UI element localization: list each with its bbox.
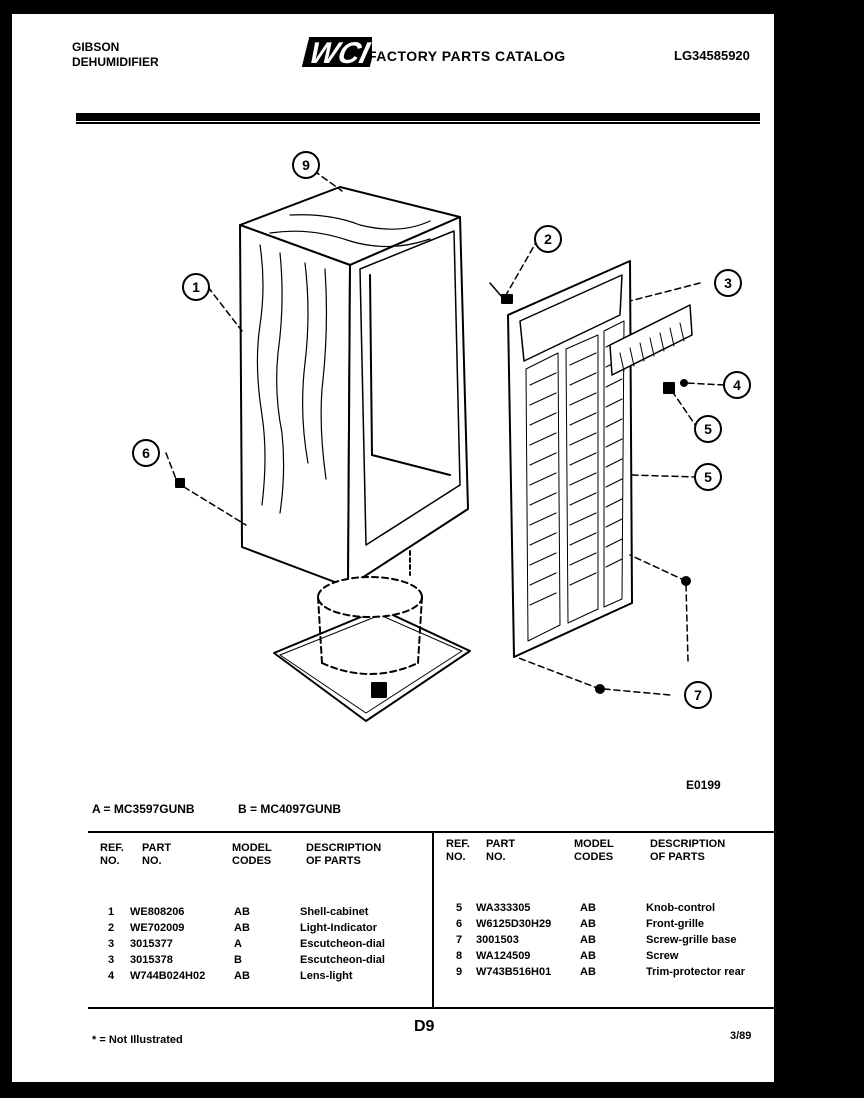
catalog-title: FACTORY PARTS CATALOG bbox=[368, 48, 566, 64]
table-bottom-rule bbox=[88, 1007, 780, 1009]
header-model-codes: MODEL CODES bbox=[232, 842, 272, 867]
callout-5-grille: 5 bbox=[704, 469, 712, 485]
model-code-a: A = MC3597GUNB bbox=[92, 802, 195, 816]
model-code-b: B = MC4097GUNB bbox=[238, 802, 342, 816]
small-parts-drawing bbox=[175, 282, 691, 694]
header-model-codes-right: MODEL CODES bbox=[574, 838, 614, 863]
binder-hole-bottom bbox=[800, 938, 834, 972]
brand-name: GIBSON bbox=[72, 40, 120, 54]
header-rule-thin bbox=[76, 122, 760, 124]
wci-logo: WCI bbox=[301, 34, 378, 70]
escutcheon-dial-drawing bbox=[609, 304, 693, 376]
callout-6: 6 bbox=[142, 445, 150, 461]
callout-5-knob: 5 bbox=[704, 421, 712, 437]
callout-numbers: 9 1 2 3 4 5 5 6 7 bbox=[142, 157, 741, 703]
callout-4: 4 bbox=[733, 377, 741, 393]
exploded-parts-diagram: 9 1 2 3 4 5 5 6 7 bbox=[110, 135, 770, 760]
front-grille-drawing bbox=[507, 260, 633, 658]
leader-lines bbox=[165, 164, 725, 696]
binder-hole-middle bbox=[794, 524, 828, 558]
table-column-divider bbox=[432, 831, 434, 1009]
header-description-right: DESCRIPTION OF PARTS bbox=[650, 838, 726, 863]
page-code: D9 bbox=[414, 1018, 435, 1035]
shell-cabinet-drawing bbox=[239, 186, 469, 588]
product-type: DEHUMIDIFIER bbox=[72, 55, 159, 69]
svg-text:WCI: WCI bbox=[306, 36, 372, 69]
header-ref-no-right: REF. NO. bbox=[446, 838, 470, 863]
header-part-no: PART NO. bbox=[142, 842, 172, 867]
table-top-rule bbox=[88, 831, 780, 833]
header-description: DESCRIPTION OF PARTS bbox=[306, 842, 382, 867]
callout-9: 9 bbox=[302, 157, 310, 173]
callout-7: 7 bbox=[694, 687, 702, 703]
header-part-no-right: PART NO. bbox=[486, 838, 516, 863]
compressor-base-drawing bbox=[273, 550, 471, 722]
callout-1: 1 bbox=[192, 279, 200, 295]
binder-hole-top bbox=[788, 106, 822, 140]
callout-circles bbox=[132, 151, 751, 709]
not-illustrated-footnote: * = Not Illustrated bbox=[92, 1034, 183, 1046]
date-code: 3/89 bbox=[730, 1030, 752, 1042]
header-ref-no: REF. NO. bbox=[100, 842, 124, 867]
callout-3: 3 bbox=[724, 275, 732, 291]
callout-2: 2 bbox=[544, 231, 552, 247]
drawing-id: E0199 bbox=[686, 778, 721, 792]
brand-block: GIBSON DEHUMIDIFIER bbox=[72, 40, 159, 70]
header-rule bbox=[76, 113, 760, 121]
catalog-number: LG34585920 bbox=[674, 48, 750, 63]
